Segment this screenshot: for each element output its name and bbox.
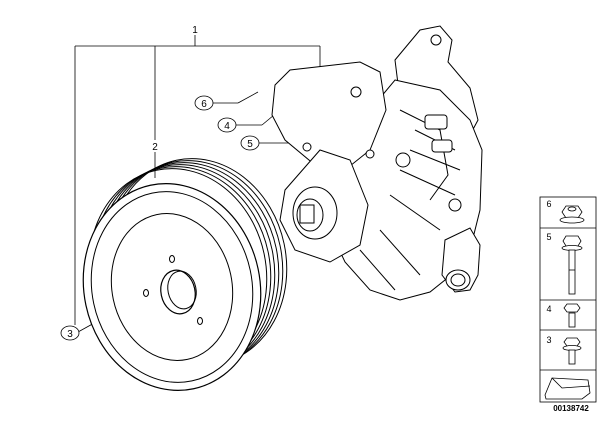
svg-text:6: 6 [201, 99, 207, 110]
svg-text:5: 5 [546, 232, 551, 242]
part-number: 00138742 [553, 404, 589, 413]
arrow-icon [544, 377, 591, 400]
long-hex-bolt [561, 235, 583, 295]
callout-4: 4 [217, 117, 237, 133]
power-steering-pump [271, 25, 483, 301]
flange-nut [559, 205, 585, 224]
collar-bolt [562, 337, 582, 365]
svg-text:6: 6 [546, 199, 551, 209]
side-parts-panel: 6 5 4 3 [539, 196, 597, 403]
svg-text:4: 4 [546, 304, 551, 314]
callout-6: 6 [194, 95, 214, 111]
callouts: 1 2 6 4 5 3 [60, 25, 260, 341]
callout-2: 2 [152, 142, 158, 153]
svg-text:1: 1 [192, 25, 198, 36]
svg-text:3: 3 [546, 335, 551, 345]
svg-text:2: 2 [152, 142, 158, 153]
svg-text:5: 5 [247, 139, 253, 150]
short-bolt [563, 303, 581, 328]
svg-text:3: 3 [67, 329, 73, 340]
svg-text:4: 4 [224, 121, 230, 132]
callout-1: 1 [192, 25, 198, 36]
pulley [82, 158, 288, 391]
callout-5: 5 [240, 135, 260, 151]
callout-3: 3 [60, 325, 80, 341]
